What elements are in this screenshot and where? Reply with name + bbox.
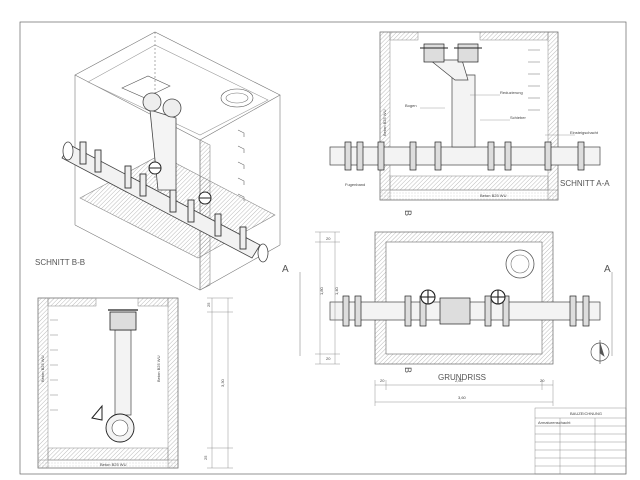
iso-manhole-ring — [220, 88, 254, 108]
north-arrow-icon — [590, 340, 610, 364]
dim-plan-height-bottom: 20 — [326, 356, 331, 361]
title-block-header: BAUZEICHNUNG — [570, 411, 602, 416]
iso-main-pipe — [61, 141, 269, 263]
bb-floor-slab — [47, 447, 169, 461]
iso-top-face — [74, 31, 281, 141]
plan-manhole — [505, 249, 535, 279]
aa-note-concrete: Beton B25 WU — [480, 193, 507, 198]
view-label-schnitt-bb: SCHNITT B-B — [35, 258, 85, 267]
dim-plan-height-outer: 1,80 — [319, 286, 324, 295]
dim-bb-height-total: 3,30 — [220, 378, 225, 387]
aa-ladder — [528, 49, 540, 111]
bb-riser — [114, 329, 132, 416]
plan-handwheels — [420, 289, 506, 305]
dim-plan-width-outer: 3,60 — [458, 395, 467, 400]
dim-plan-height-inner: 1,40 — [334, 286, 339, 295]
plan-flanges — [342, 295, 590, 327]
view-label-schnitt-aa: SCHNITT A-A — [560, 179, 610, 188]
bb-ladder — [50, 319, 58, 411]
iso-handwheels — [148, 161, 212, 205]
aa-note-wall: Beton B25 WU — [382, 109, 387, 136]
isometric-view — [61, 31, 281, 291]
title-block-subheader: Armaturenschacht — [538, 420, 571, 425]
bb-note-floor: Beton B25 WU — [100, 462, 127, 467]
plan-view: A A B B 20 2,60 20 3,60 20 1,80 1,40 20 — [282, 210, 613, 406]
aa-riser — [451, 74, 476, 148]
title-block — [534, 407, 627, 475]
section-marker-a-right: A — [604, 264, 611, 275]
dim-plan-wall-right: 20 — [540, 378, 545, 383]
svg-text:Reduzierung: Reduzierung — [500, 90, 523, 95]
bb-note-wall-left: Beton B25 WU — [40, 355, 45, 382]
section-marker-b-bottom: B — [403, 367, 413, 373]
aa-flanges — [344, 141, 585, 171]
dim-plan-wall-left: 20 — [380, 378, 385, 383]
aa-note-top: Einsteigschacht — [570, 130, 599, 135]
section-marker-a-left: A — [282, 264, 289, 275]
aa-note-ground: Fugenband — [345, 182, 365, 187]
aa-floor-slab — [389, 175, 549, 191]
section-bb-view: Beton B25 WU Beton B25 WU Beton B25 WU 2… — [37, 297, 233, 469]
bb-note-wall-right: Beton B25 WU — [156, 355, 161, 382]
dim-plan-width-inner: 2,60 — [455, 378, 464, 383]
dim-bb-height-top: 25 — [206, 302, 211, 307]
iso-ladder — [237, 129, 245, 201]
sheet-border — [19, 21, 627, 475]
svg-text:Bogen: Bogen — [405, 103, 417, 108]
view-label-grundriss: GRUNDRISS — [438, 373, 486, 382]
dim-bb-height-bottom: 25 — [203, 455, 208, 460]
section-marker-b-top: B — [403, 210, 413, 216]
svg-text:Schieber: Schieber — [510, 115, 526, 120]
section-aa-view: Reduzierung Bogen Schieber Einsteigschac… — [329, 31, 601, 201]
aa-main-pipe — [329, 146, 601, 166]
dim-plan-height-top: 20 — [326, 236, 331, 241]
